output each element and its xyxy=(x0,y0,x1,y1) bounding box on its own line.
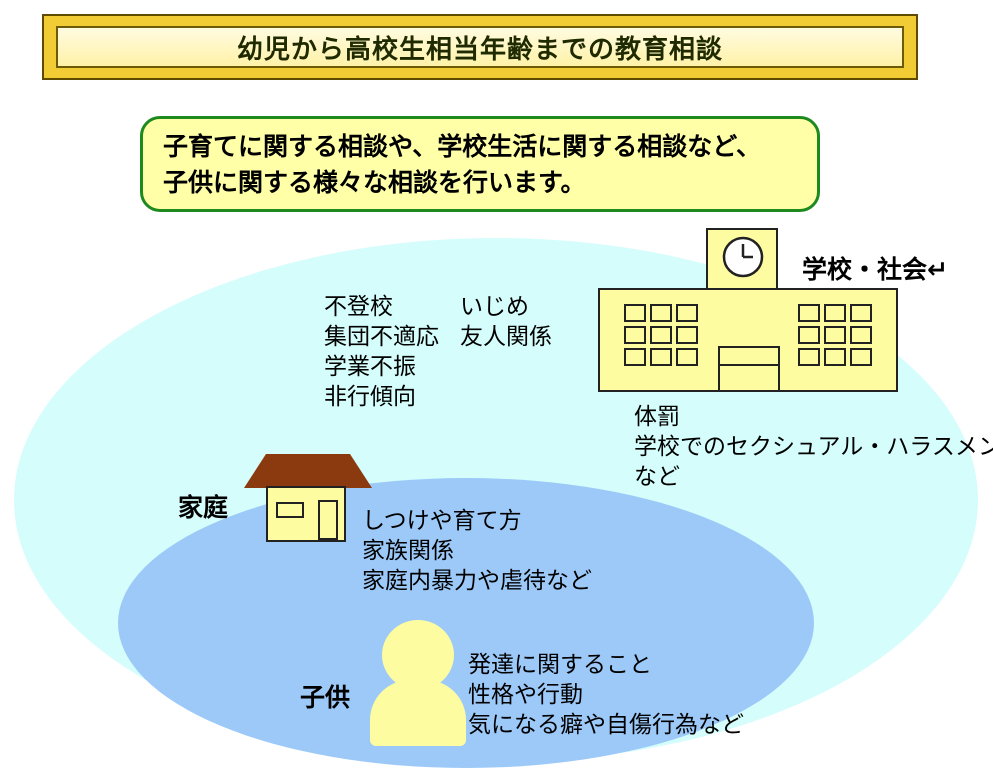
description-line-1: 子育てに関する相談や、学校生活に関する相談など、 xyxy=(163,132,762,161)
issue-item: しつけや育て方 xyxy=(362,508,522,534)
issue-item: 友人関係 xyxy=(460,324,552,350)
person-icon xyxy=(370,680,466,746)
school-society-label: 学校・社会↵ xyxy=(802,255,948,284)
child-issues: 発達に関すること 性格や行動 気になる癖や自傷行為など xyxy=(468,650,744,740)
issue-item: 家庭内暴力や虐待など xyxy=(362,568,592,594)
person-icon-head xyxy=(382,620,454,690)
issue-item: 不登校 xyxy=(324,294,393,320)
issue-item: など xyxy=(634,464,680,490)
house-window xyxy=(276,502,304,518)
issue-item: 家族関係 xyxy=(362,538,454,564)
issue-item: 性格や行動 xyxy=(468,682,583,708)
issue-item: 集団不適応 xyxy=(324,324,439,350)
issue-item: いじめ xyxy=(460,294,529,320)
description-box: 子育てに関する相談や、学校生活に関する相談など、 子供に関する様々な相談を行いま… xyxy=(140,116,820,212)
house-icon xyxy=(266,486,346,542)
school-windows-right xyxy=(798,304,872,366)
clock-icon xyxy=(722,236,764,278)
title-inner-panel: 幼児から高校生相当年齢までの教育相談 xyxy=(56,26,904,68)
school-issues-below: 体罰 学校でのセクシュアル・ハラスメント など xyxy=(634,402,993,492)
description-line-2: 子供に関する様々な相談を行います。 xyxy=(163,168,586,197)
issue-item: 発達に関すること xyxy=(468,652,652,678)
school-windows-left xyxy=(624,304,698,366)
title-banner: 幼児から高校生相当年齢までの教育相談 xyxy=(42,14,918,80)
issue-item: 体罰 xyxy=(634,404,680,430)
issue-item: 気になる癖や自傷行為など xyxy=(468,712,744,738)
home-issues: しつけや育て方 家族関係 家庭内暴力や虐待など xyxy=(362,506,592,596)
school-issues-col2: いじめ 友人関係 xyxy=(460,292,552,352)
house-door xyxy=(318,500,338,540)
issue-item: 非行傾向 xyxy=(324,384,416,410)
issue-item: 学業不振 xyxy=(324,354,416,380)
issue-item: 学校でのセクシュアル・ハラスメント xyxy=(634,434,993,460)
child-label: 子供 xyxy=(300,683,351,712)
home-label: 家庭 xyxy=(178,493,229,522)
family-ellipse xyxy=(118,478,814,768)
school-issues-col1: 不登校 集団不適応 学業不振 非行傾向 xyxy=(324,292,439,412)
house-roof xyxy=(244,454,372,488)
school-building-icon xyxy=(598,288,898,392)
school-door xyxy=(718,346,780,392)
page-title: 幼児から高校生相当年齢までの教育相談 xyxy=(236,34,723,65)
